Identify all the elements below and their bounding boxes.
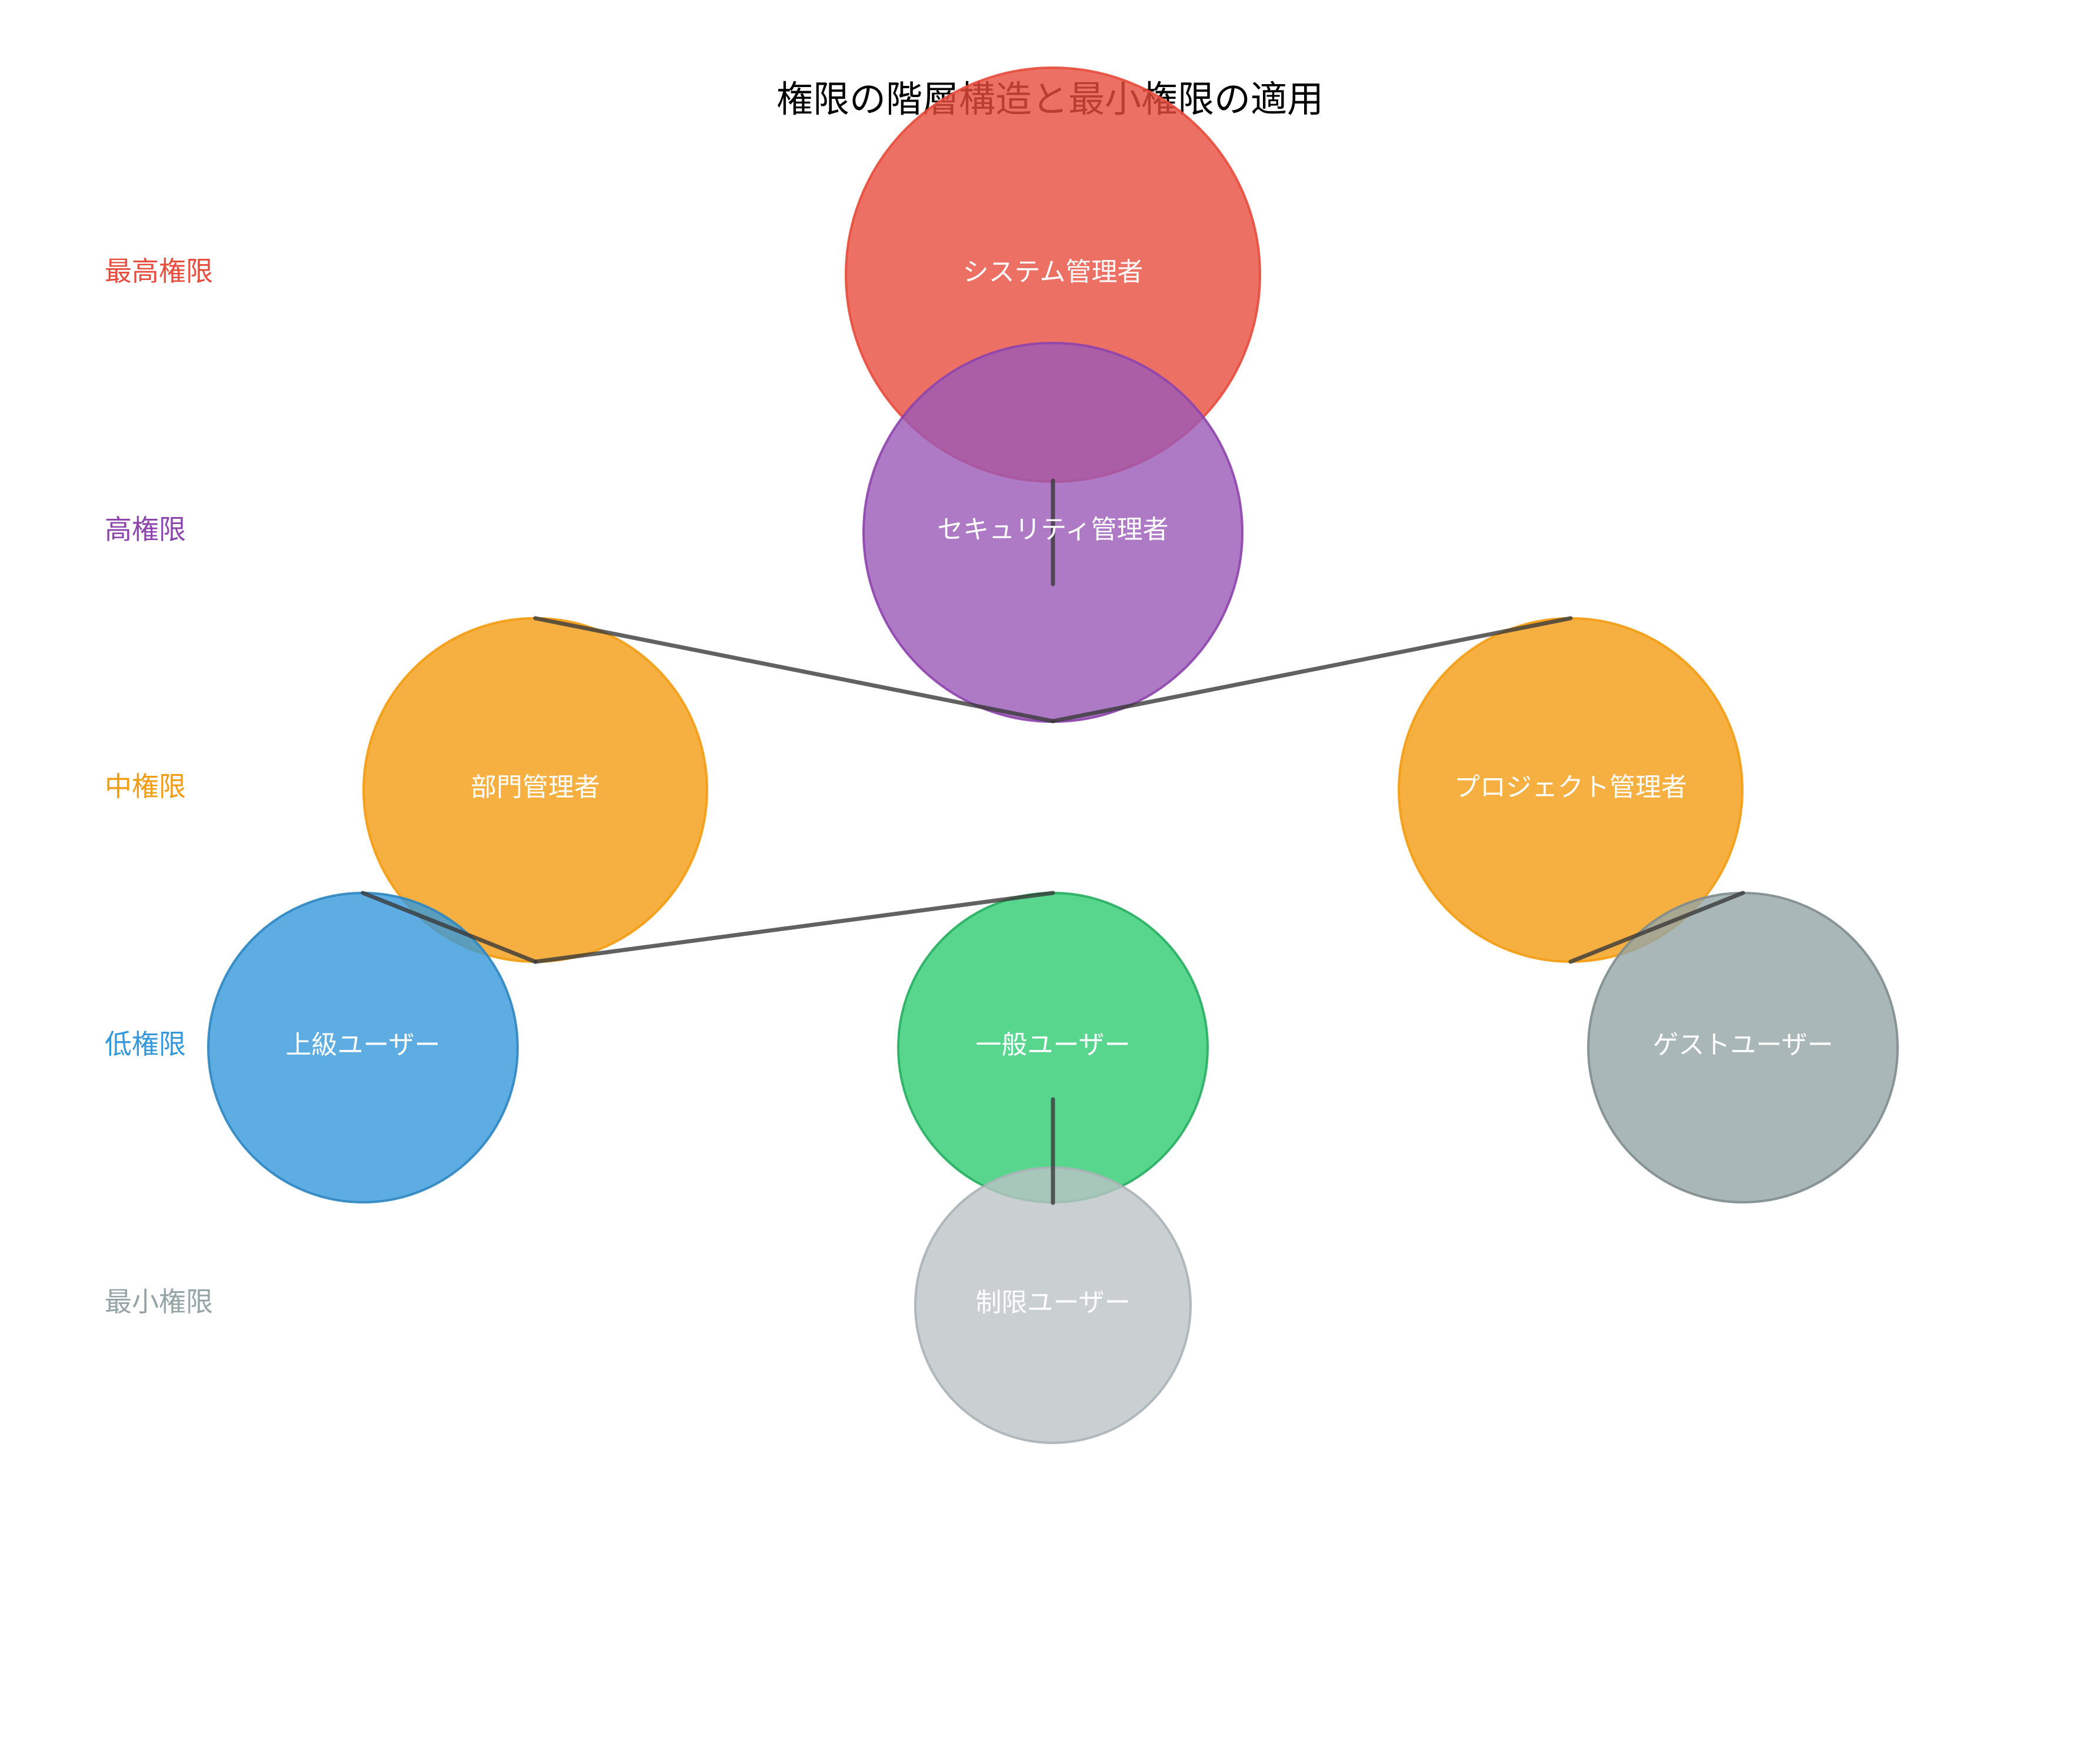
level-labels: 最高権限 高権限 中権限 低権限 最小権限 <box>105 255 213 1318</box>
level-label-low: 低権限 <box>105 1028 186 1060</box>
edge-projadmin-guest <box>1568 891 1745 964</box>
edge-deptadmin-advuser <box>361 891 538 964</box>
node-circles <box>207 66 1899 1444</box>
level-label-min: 最小権限 <box>105 1286 213 1318</box>
node-label-deptadmin: 部門管理者 <box>471 772 600 802</box>
node-label-restricted: 制限ユーザー <box>975 1288 1130 1318</box>
node-label-guest: ゲストユーザー <box>1652 1030 1833 1060</box>
level-label-top: 最高権限 <box>105 255 213 287</box>
edges <box>361 478 1745 1205</box>
node-labels: システム管理者 セキュリティ管理者 部門管理者 プロジェクト管理者 上級ユーザー… <box>285 257 1833 1318</box>
node-label-advuser: 上級ユーザー <box>285 1030 440 1060</box>
edge-deptadmin-genuser <box>533 891 1055 964</box>
edge-secadmin-deptadmin <box>533 616 1055 724</box>
node-label-genuser: 一般ユーザー <box>975 1030 1130 1060</box>
node-label-projadmin: プロジェクト管理者 <box>1454 772 1687 802</box>
node-label-sysadmin: システム管理者 <box>963 257 1144 287</box>
level-label-mid: 中権限 <box>105 771 186 802</box>
level-label-high: 高権限 <box>105 514 186 545</box>
edge-secadmin-projadmin <box>1051 616 1573 724</box>
node-label-secadmin: セキュリティ管理者 <box>937 515 1168 545</box>
